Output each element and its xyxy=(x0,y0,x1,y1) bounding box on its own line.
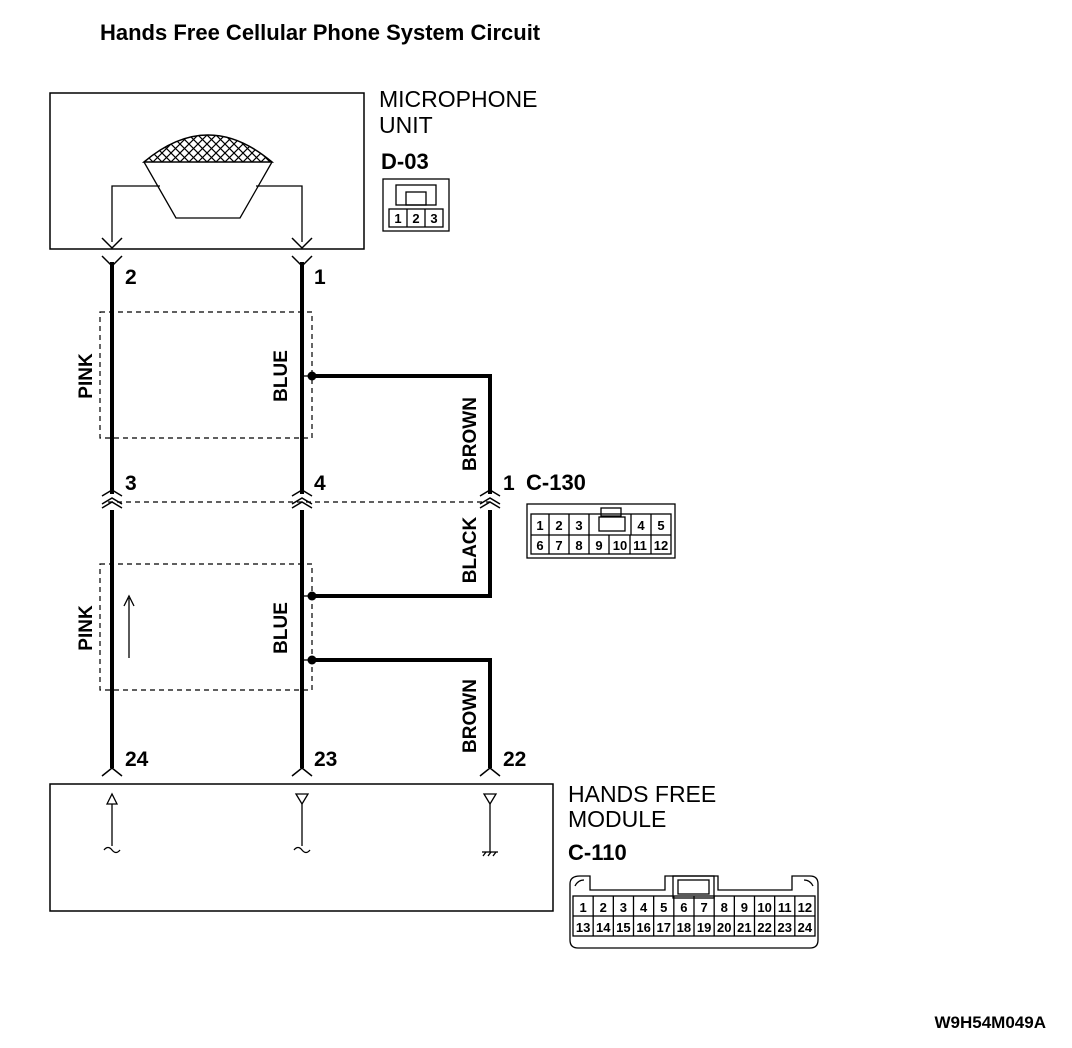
c110-pin: 22 xyxy=(757,920,771,935)
wire-color-label: BLUE xyxy=(271,350,292,402)
c110-pin: 1 xyxy=(579,900,586,915)
c130-pin: 6 xyxy=(536,538,543,553)
c110-pin: 18 xyxy=(677,920,691,935)
pin-number: 22 xyxy=(503,748,526,771)
c130-pin: 10 xyxy=(613,538,627,553)
wire-color-label: BROWN xyxy=(460,397,481,471)
pin-number: 2 xyxy=(125,266,137,289)
connector-label-c130: C-130 xyxy=(526,470,586,495)
splice-point xyxy=(307,371,317,381)
c110-pin: 6 xyxy=(680,900,687,915)
c130-pin: 2 xyxy=(555,518,562,533)
wires xyxy=(110,262,492,768)
c110-pin: 9 xyxy=(741,900,748,915)
c110-pin: 4 xyxy=(640,900,648,915)
connector-face-c130: 1 2 3 4 5 6 7 8 9 10 11 12 xyxy=(526,503,676,559)
pin-number: 24 xyxy=(125,748,149,771)
diagram-title: Hands Free Cellular Phone System Circuit xyxy=(100,20,541,45)
hands-free-module-label-line2: MODULE xyxy=(568,806,666,832)
wire-black xyxy=(312,510,492,598)
microphone-unit-label-line2: UNIT xyxy=(379,112,433,138)
c110-pin: 11 xyxy=(778,900,792,915)
c110-pin: 10 xyxy=(757,900,771,915)
splice-point xyxy=(307,591,317,601)
c130-pin: 11 xyxy=(633,538,647,553)
wire-color-label: BLUE xyxy=(271,602,292,654)
c110-pin: 3 xyxy=(620,900,627,915)
microphone-unit-label-line1: MICROPHONE xyxy=(379,86,537,112)
c130-pin: 8 xyxy=(575,538,582,553)
c130-pin: 9 xyxy=(595,538,602,553)
c130-pin: 4 xyxy=(637,518,645,533)
c110-pin: 19 xyxy=(697,920,711,935)
c110-pin: 17 xyxy=(657,920,671,935)
c110-pin: 15 xyxy=(616,920,630,935)
c110-pin: 2 xyxy=(600,900,607,915)
connector-label-c110: C-110 xyxy=(568,840,627,865)
output-terminal-icon xyxy=(293,793,311,854)
c110-pin: 12 xyxy=(798,900,812,915)
microphone-icon xyxy=(111,134,303,242)
c130-pin: 5 xyxy=(657,518,664,533)
c110-pin: 13 xyxy=(576,920,590,935)
lower-harness-shield xyxy=(99,563,313,691)
terminal-chevrons xyxy=(101,237,501,777)
wire-upper-brown xyxy=(312,374,492,494)
c110-pin: 5 xyxy=(660,900,667,915)
pin-number: 23 xyxy=(314,748,337,771)
input-terminal-icon xyxy=(103,792,121,854)
d03-pin-1: 1 xyxy=(394,211,401,226)
splice-point xyxy=(307,655,317,665)
signal-direction-arrow-icon xyxy=(123,594,135,658)
pin-number: 3 xyxy=(125,472,137,495)
c110-pin: 21 xyxy=(737,920,751,935)
c130-pin: 1 xyxy=(536,518,543,533)
microphone-unit-box xyxy=(49,92,365,250)
wire-module-brown xyxy=(312,658,492,768)
wire-color-label: PINK xyxy=(76,605,97,651)
pin-number: 4 xyxy=(314,472,326,495)
c110-pin: 7 xyxy=(700,900,707,915)
c130-pin: 12 xyxy=(654,538,668,553)
c110-pin: 20 xyxy=(717,920,731,935)
c110-pin: 14 xyxy=(596,920,611,935)
wire-color-label: BROWN xyxy=(460,679,481,753)
hands-free-module-box xyxy=(49,783,554,912)
pin-number: 1 xyxy=(503,472,515,495)
d03-pin-2: 2 xyxy=(412,211,419,226)
connector-label-d03: D-03 xyxy=(381,149,429,174)
c110-pin: 16 xyxy=(636,920,650,935)
c110-pin: 23 xyxy=(778,920,792,935)
c130-pin: 3 xyxy=(575,518,582,533)
c110-pin: 24 xyxy=(798,920,813,935)
hands-free-module-label-line1: HANDS FREE xyxy=(568,781,716,807)
ground-terminal-icon xyxy=(482,793,498,857)
connector-face-d03: 1 2 3 xyxy=(382,178,450,232)
reference-code: W9H54M049A xyxy=(935,1013,1047,1032)
microphone-unit: MICROPHONE UNIT D-03 1 2 3 xyxy=(49,86,537,250)
c130-pin: 7 xyxy=(555,538,562,553)
c110-pin: 8 xyxy=(721,900,728,915)
d03-pin-3: 3 xyxy=(430,211,437,226)
wire-color-label: PINK xyxy=(76,353,97,399)
wire-color-label: BLACK xyxy=(460,516,481,583)
pin-number: 1 xyxy=(314,266,326,289)
